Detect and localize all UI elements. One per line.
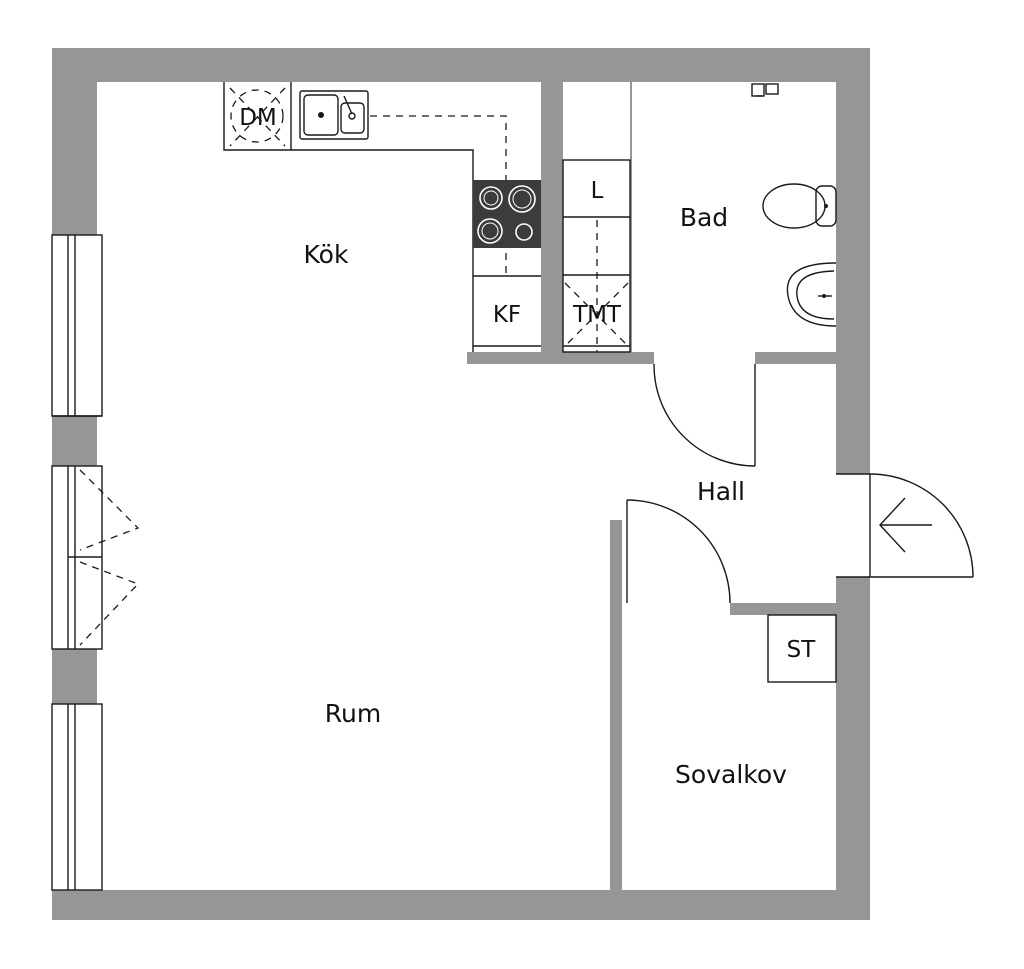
sink-icon	[299, 90, 369, 140]
outer-wall	[52, 48, 870, 920]
toilet-icon	[762, 183, 837, 229]
fixture-label-l: L	[591, 178, 604, 204]
washbasin-icon	[786, 262, 837, 327]
entrance-arrow-icon	[879, 497, 932, 553]
room-label-kok: Kök	[304, 240, 349, 269]
fixture-label-st: ST	[787, 637, 817, 663]
window-top	[51, 234, 103, 417]
walls	[52, 48, 870, 920]
wall-bath-bottom	[755, 352, 836, 364]
wall-kitchen-bottom	[467, 352, 654, 364]
doors	[626, 363, 974, 604]
room-label-sovalkov: Sovalkov	[675, 760, 787, 789]
room-label-bad: Bad	[680, 203, 728, 232]
wall-kitchen-bath	[541, 82, 563, 352]
wall-hall-sovalkov	[730, 603, 836, 615]
entrance-opening	[836, 474, 872, 577]
kitchen	[223, 82, 541, 352]
room-label-rum: Rum	[325, 699, 381, 728]
fixture-label-tmt: TMT	[572, 302, 622, 328]
wall-rum-sovalkov	[610, 520, 622, 890]
fixture-label-dm: DM	[239, 105, 277, 131]
wall-storage-bath	[630, 82, 632, 352]
laundry	[562, 159, 631, 353]
windows	[51, 234, 140, 891]
storage-st	[767, 614, 837, 683]
bathroom-fixtures	[751, 83, 837, 327]
room-label-hall: Hall	[697, 477, 745, 506]
fixture-label-kf: KF	[493, 302, 521, 328]
stove-icon	[473, 180, 541, 248]
shower-valve-icon	[751, 83, 779, 97]
window-bottom	[51, 703, 103, 891]
